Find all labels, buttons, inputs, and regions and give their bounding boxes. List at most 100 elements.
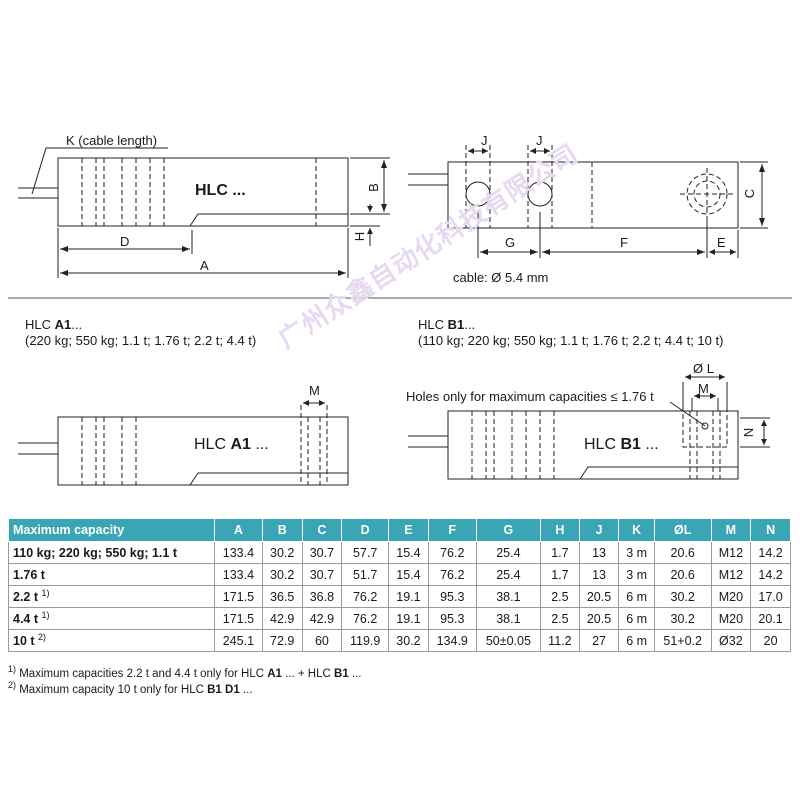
table-cell: 30.7 <box>301 563 343 586</box>
label-h: H <box>352 231 368 242</box>
table-cell: 42.9 <box>301 607 343 630</box>
table-header-col: J <box>578 518 620 542</box>
b1-body-suffix: ... <box>640 436 659 453</box>
table-cell: 30.2 <box>388 629 429 652</box>
table-header-capacity: Maximum capacity <box>8 518 215 542</box>
label-j-1: J <box>481 133 488 148</box>
table-cell: 95.3 <box>427 585 477 608</box>
footnote-2-text-c: ... <box>239 683 253 696</box>
b1-body-bold: B1 <box>620 436 641 453</box>
table-header-col: N <box>750 518 791 542</box>
table-cell: 20.6 <box>653 541 712 564</box>
table-cell: 30.7 <box>301 541 343 564</box>
footnote-1-text-e: ... <box>348 667 362 680</box>
capacity-text: 110 kg; 220 kg; 550 kg; 1.1 t <box>13 545 177 560</box>
table-cell: M20 <box>710 585 752 608</box>
capacity-text: 10 t <box>13 634 35 649</box>
table-cell: M12 <box>710 541 752 564</box>
table-cell: 6 m <box>618 629 655 652</box>
table-cell: 2.5 <box>540 585 580 608</box>
table-cell: 27 <box>578 629 620 652</box>
b1-label-l: Ø L <box>693 361 714 376</box>
a1-body-label: HLC A1 ... <box>194 436 269 454</box>
b1-body-label: HLC B1 ... <box>584 436 659 454</box>
table-header-col: A <box>213 518 263 542</box>
footnote-2-text-b: B1 D1 <box>207 683 240 696</box>
label-f: F <box>620 235 628 250</box>
table-cell: 1.7 <box>540 563 580 586</box>
table-cell: 76.2 <box>341 607 390 630</box>
a1-label-m: M <box>309 383 320 398</box>
table-cell-capacity: 110 kg; 220 kg; 550 kg; 1.1 t <box>8 541 215 564</box>
table-header-col: D <box>341 518 390 542</box>
table-header-col: ØL <box>653 518 712 542</box>
label-k: K (cable length) <box>66 133 158 148</box>
table-cell: 50±0.05 <box>475 629 542 652</box>
capacity-footnote-mark: 2) <box>38 632 47 643</box>
b1-label-m: M <box>698 381 709 396</box>
table-cell: 38.1 <box>475 607 542 630</box>
label-b: B <box>365 183 381 192</box>
table-cell: 72.9 <box>261 629 303 652</box>
table-cell: 20.1 <box>750 607 791 630</box>
label-e: E <box>717 235 726 250</box>
a1-body-prefix: HLC <box>194 436 231 453</box>
b1-title: HLC B1... <box>418 317 475 332</box>
table-header-col: B <box>261 518 303 542</box>
table-cell: 2.5 <box>540 607 580 630</box>
table-header-col: F <box>427 518 477 542</box>
table-cell: 14.2 <box>750 541 791 564</box>
table-cell: 60 <box>301 629 343 652</box>
table-cell: 134.9 <box>427 629 477 652</box>
top-drawings <box>8 145 792 299</box>
table-cell: Ø32 <box>710 629 752 652</box>
label-g: G <box>505 235 516 250</box>
table-cell: 133.4 <box>213 541 263 564</box>
table-header-col: E <box>388 518 429 542</box>
table-cell: 19.1 <box>388 607 429 630</box>
table-cell: 95.3 <box>427 607 477 630</box>
table-cell: M20 <box>710 607 752 630</box>
table-cell: 30.2 <box>653 607 712 630</box>
table-cell: 6 m <box>618 585 655 608</box>
footnote-2: 2) Maximum capacity 10 t only for HLC B1… <box>8 680 253 696</box>
table-cell: 30.2 <box>261 563 303 586</box>
footnote-1-text-b: A1 <box>267 667 282 680</box>
label-d: D <box>120 234 130 249</box>
label-j-2: J <box>536 133 543 148</box>
a1-body-suffix: ... <box>250 436 269 453</box>
table-cell: 36.8 <box>301 585 343 608</box>
table-cell: 171.5 <box>213 585 263 608</box>
capacity-text: 4.4 t <box>13 612 39 627</box>
cable-note: cable: Ø 5.4 mm <box>453 270 549 285</box>
table-cell: 38.1 <box>475 585 542 608</box>
capacity-text: 2.2 t <box>13 590 39 605</box>
footnote-1-mark: 1) <box>8 664 17 674</box>
table-cell: 25.4 <box>475 541 542 564</box>
table-cell: 76.2 <box>427 541 477 564</box>
table-cell: 6 m <box>618 607 655 630</box>
a1-title: HLC A1... <box>25 317 82 332</box>
load-cell-top-body <box>447 161 739 229</box>
footnote-1-text-a: Maximum capacities 2.2 t and 4.4 t only … <box>19 667 268 680</box>
a1-title-bold: A1 <box>54 317 72 332</box>
table-cell: 119.9 <box>341 629 390 652</box>
table-cell: 76.2 <box>341 585 390 608</box>
b1-body-prefix: HLC <box>584 436 621 453</box>
table-cell-capacity: 2.2 t 1) <box>8 585 215 608</box>
table-cell: 20.5 <box>578 585 620 608</box>
b1-label-n: N <box>741 427 757 438</box>
a1-title-suffix: ... <box>71 317 83 332</box>
table-cell-capacity: 1.76 t <box>8 563 215 586</box>
table-cell: 15.4 <box>388 563 429 586</box>
b1-holes-note: Holes only for maximum capacities ≤ 1.76… <box>406 389 654 404</box>
table-cell: 245.1 <box>213 629 263 652</box>
b1-body <box>447 410 739 480</box>
table-cell: 19.1 <box>388 585 429 608</box>
table-cell: 51+0.2 <box>653 629 712 652</box>
table-cell-capacity: 10 t 2) <box>8 629 215 652</box>
